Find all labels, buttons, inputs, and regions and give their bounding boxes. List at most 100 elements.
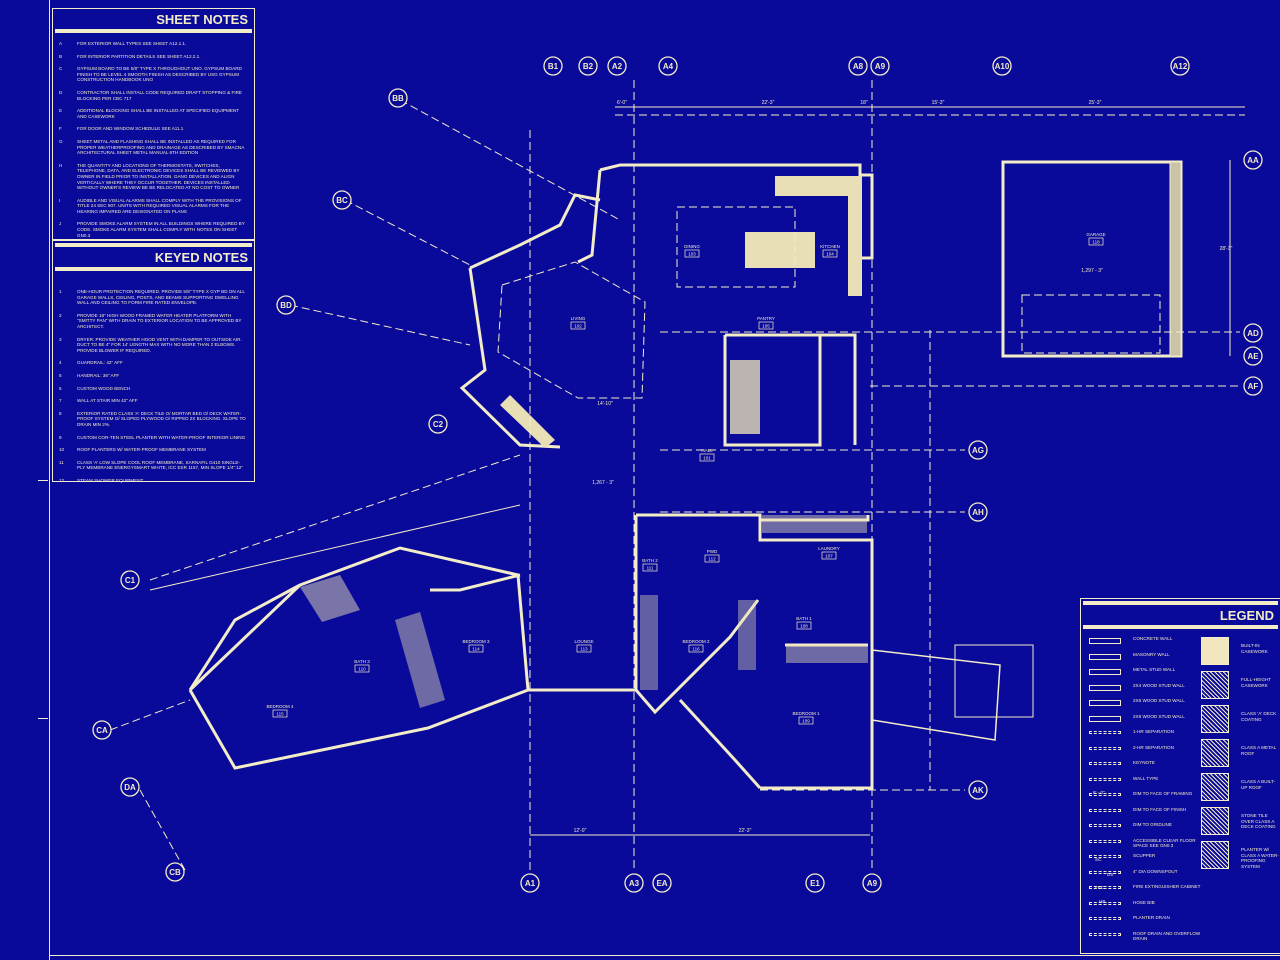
note-text: For interior partition details see sheet…	[77, 53, 201, 59]
grid-bubble-b1: B1	[543, 56, 563, 76]
room-number: 103	[688, 252, 696, 257]
legend-sample-dim-sample: 6' - 0"	[1093, 790, 1105, 795]
grid-label: A2	[612, 62, 623, 71]
legend-label: Class 'A' deck coating	[1241, 711, 1277, 722]
room-name: LOUNGE	[574, 639, 593, 644]
divider	[1083, 601, 1278, 605]
room-name: DINING	[684, 244, 700, 249]
room-name: BEDROOM 1	[792, 711, 820, 716]
grid-bubble-ae: AE	[1243, 346, 1263, 366]
legend-symbol	[1089, 793, 1121, 796]
legend-symbol	[1089, 870, 1121, 874]
grid-label: AH	[972, 508, 984, 517]
note-item: BFor interior partition details see shee…	[59, 54, 248, 60]
legend-symbol	[1089, 901, 1121, 905]
casework	[300, 176, 868, 708]
grid-bubble-ad: AD	[1243, 323, 1263, 343]
note-key: 3	[59, 336, 62, 342]
pantry-shelves	[730, 360, 760, 434]
grid-bubble-a8: A8	[848, 56, 868, 76]
room-label: BEDROOM 1 109	[792, 711, 820, 725]
note-key: C	[59, 66, 63, 72]
bedroom2-closet	[640, 595, 658, 690]
legend-label: 1-HR separation	[1133, 729, 1174, 734]
note-item: AFor exterior wall types see sheet A12.1…	[59, 41, 248, 47]
note-item: DContractor shall install code required …	[59, 90, 248, 101]
legend-label: Wall type	[1133, 775, 1159, 781]
dimension-label: 1,267 - 3"	[592, 480, 614, 486]
note-item: 1One-hour protection required. Provide 5…	[59, 289, 248, 306]
note-key: J	[59, 221, 62, 227]
room-name: LAUNDRY	[818, 546, 839, 551]
bath3-closet	[395, 612, 445, 708]
legend-label: Masonry wall	[1133, 651, 1170, 657]
grid-bubble-cb: CB	[165, 862, 185, 882]
kitchen-island	[745, 232, 815, 268]
note-text: The quantity and locations of thermostat…	[77, 162, 240, 191]
grid-label: A8	[853, 62, 864, 71]
bedroom1-closet	[786, 645, 868, 663]
grid-bubble-c1: C1	[120, 570, 140, 590]
note-text: Custom wood bench	[77, 385, 131, 391]
room-name: KITCHEN	[820, 244, 840, 249]
room-label: GARAGE 118	[1086, 232, 1106, 246]
legend-swatch	[1201, 807, 1229, 835]
legend-symbol	[1089, 886, 1121, 889]
room-number: 113	[580, 647, 588, 652]
room-number: 118	[1092, 240, 1100, 245]
note-key: 10	[59, 447, 65, 453]
note-item: 12Steam shower equipment	[59, 478, 248, 484]
legend-label: Hose bib	[1133, 899, 1155, 905]
room-name: HALL	[701, 448, 713, 453]
legend-label: Built-in casework	[1241, 643, 1268, 654]
legend-label: Accessible clear floor space see GN0.3	[1133, 837, 1196, 849]
grid-label: AE	[1247, 352, 1259, 361]
note-key: 6	[59, 385, 62, 391]
grid-bubble-a1: A1	[520, 873, 540, 893]
room-number: 109	[802, 719, 810, 724]
room-name: BEDROOM 2	[682, 639, 710, 644]
note-item: FFor door and window schedule see A11.1	[59, 126, 248, 132]
note-text: Guardrail: 42" AFF	[77, 360, 123, 366]
dashed-lines	[109, 80, 1245, 871]
grid-bubble-ca: CA	[92, 720, 112, 740]
note-key: D	[59, 89, 63, 95]
legend-label: Planter w/ class A water-proofing system	[1241, 847, 1279, 869]
dimension-label: 14'-10"	[597, 401, 613, 407]
legend-label: Class A metal roof	[1241, 745, 1276, 756]
bench	[500, 395, 555, 448]
laundry-casework	[762, 515, 867, 533]
legend-label: Dim to face of finish	[1133, 806, 1187, 812]
room-name: GARAGE	[1086, 232, 1105, 237]
kitchen-counter	[775, 176, 855, 196]
note-item: 5Handrail: 36" AFF	[59, 373, 248, 379]
room-number: 105	[762, 324, 770, 329]
legend-sample-keynote-sample: 1	[1095, 761, 1098, 766]
note-item: CGypsum board to be 5/8" type X througho…	[59, 66, 248, 83]
stair	[300, 575, 360, 622]
note-key: 8	[59, 410, 62, 416]
legend-swatch	[1201, 739, 1229, 767]
legend-symbol	[1089, 700, 1121, 706]
divider	[55, 267, 252, 271]
room-labels: LIVING102DINING103KITCHEN104PANTRY105GAR…	[266, 232, 1106, 725]
room-number: 111	[647, 566, 654, 571]
grid-bubble-a3: A3	[624, 873, 644, 893]
note-text: Provide smoke alarm system in all buildi…	[77, 221, 245, 238]
grid-label: A3	[629, 879, 640, 888]
note-text: Audible and visual alarms shall comply w…	[77, 197, 242, 214]
legend-symbol	[1089, 731, 1121, 734]
note-item: 6 Custom wood bench	[59, 386, 248, 392]
grid-bubble-ag: AG	[968, 440, 988, 460]
legend-symbol	[1089, 839, 1121, 843]
note-item: 7Wall at stair min 42" AFF	[59, 398, 248, 404]
sheet-notes-title: SHEET NOTES	[156, 12, 248, 27]
note-item: 9Custom cor-ten steel planter with water…	[59, 435, 248, 441]
room-name: PANTRY	[757, 316, 775, 321]
